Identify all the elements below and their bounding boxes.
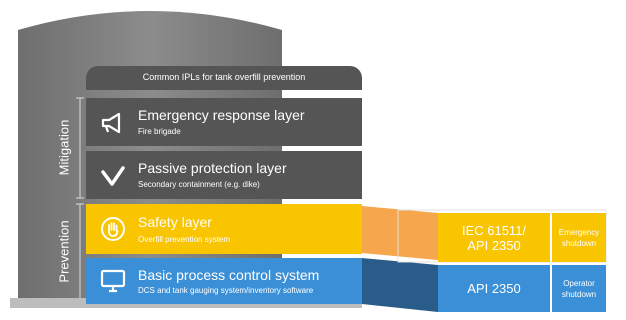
check-v-icon (101, 166, 125, 186)
safety-layer: Safety layer Overfill prevention system (86, 204, 362, 254)
layer-subtitle: Fire brigade (138, 127, 181, 136)
safety-action-box: Emergency shutdown (552, 213, 606, 262)
header-title: Common IPLs for tank overfill prevention (142, 72, 306, 82)
safety-standard-box: IEC 61511/ API 2350 (438, 213, 550, 262)
standard-line: API 2350 (467, 281, 521, 296)
layer-subtitle: Secondary containment (e.g. dike) (138, 180, 260, 189)
bpcs-extension-connector (362, 258, 438, 312)
bpcs-standard-box: API 2350 (438, 265, 550, 312)
standard-line: IEC 61511/ (461, 222, 527, 238)
bpcs-action-box: Operator shutdown (552, 265, 606, 312)
safety-extension-connector (362, 206, 438, 260)
layer-title: Basic process control system (138, 267, 320, 283)
action-line: shutdown (561, 289, 597, 299)
prevention-label: Prevention (56, 220, 72, 283)
header-band (86, 66, 362, 90)
monitor-icon (100, 269, 126, 293)
emergency-response-layer: Emergency response layer Fire brigade (86, 98, 362, 146)
mitigation-label: Mitigation (56, 119, 72, 176)
layer-title: Passive protection layer (138, 160, 287, 176)
layer-subtitle: DCS and tank gauging system/inventory so… (138, 286, 314, 295)
action-line: shutdown (561, 238, 597, 248)
layer-title: Safety layer (138, 214, 212, 230)
layer-subtitle: Overfill prevention system (138, 235, 231, 244)
action-line: Emergency (558, 227, 600, 237)
megaphone-icon (101, 112, 121, 134)
layer-title: Emergency response layer (138, 107, 305, 123)
action-line: Operator (563, 278, 595, 288)
standard-line: API 2350 (467, 237, 521, 253)
passive-protection-layer: Passive protection layer Secondary conta… (86, 151, 362, 199)
basic-process-control-layer: Basic process control system DCS and tan… (86, 258, 362, 304)
hand-stop-icon (101, 217, 125, 241)
